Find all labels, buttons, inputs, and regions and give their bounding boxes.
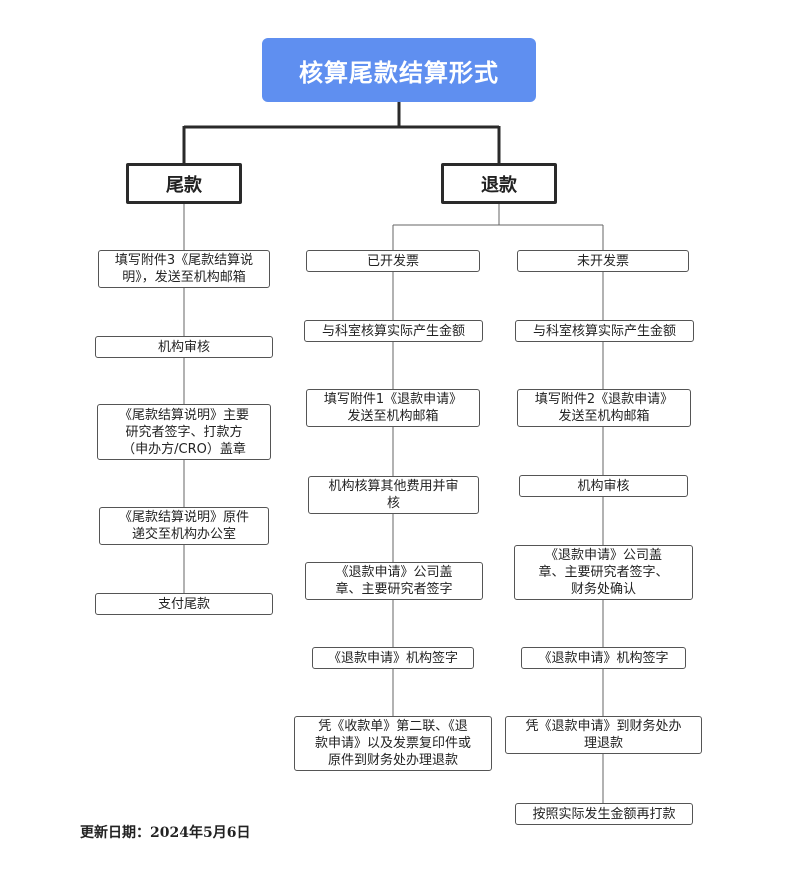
diagram-title: 核算尾款结算形式	[262, 38, 536, 102]
tail-step-3: 《尾款结算说明》主要 研究者签字、打款方 （申办方/CRO）盖章	[97, 404, 271, 460]
not-invoiced-step-2: 填写附件2《退款申请》 发送至机构邮箱	[517, 389, 691, 427]
branch-tail: 尾款	[126, 163, 242, 204]
invoiced-step-4: 《退款申请》公司盖 章、主要研究者签字	[305, 562, 483, 600]
invoiced-step-6: 凭《收款单》第二联、《退 款申请》以及发票复印件或 原件到财务处办理退款	[294, 716, 492, 771]
invoiced-step-3: 机构核算其他费用并审 核	[308, 476, 479, 514]
invoiced-label: 已开发票	[306, 250, 480, 272]
invoiced-step-2: 填写附件1《退款申请》 发送至机构邮箱	[306, 389, 480, 427]
invoiced-step-1: 与科室核算实际产生金额	[304, 320, 483, 342]
not-invoiced-step-7: 按照实际发生金额再打款	[515, 803, 693, 825]
branch-refund: 退款	[441, 163, 557, 204]
invoiced-step-5: 《退款申请》机构签字	[312, 647, 474, 669]
not-invoiced-step-3: 机构审核	[519, 475, 688, 497]
not-invoiced-step-6: 凭《退款申请》到财务处办 理退款	[505, 716, 702, 754]
not-invoiced-label: 未开发票	[517, 250, 689, 272]
tail-step-1: 填写附件3《尾款结算说 明》，发送至机构邮箱	[98, 250, 270, 288]
update-date: 更新日期：2024年5月6日	[80, 825, 251, 841]
tail-step-4: 《尾款结算说明》原件 递交至机构办公室	[99, 507, 269, 545]
not-invoiced-step-5: 《退款申请》机构签字	[521, 647, 686, 669]
tail-step-5: 支付尾款	[95, 593, 273, 615]
not-invoiced-step-4: 《退款申请》公司盖 章、主要研究者签字、 财务处确认	[514, 545, 693, 600]
tail-step-2: 机构审核	[95, 336, 273, 358]
not-invoiced-step-1: 与科室核算实际产生金额	[515, 320, 694, 342]
